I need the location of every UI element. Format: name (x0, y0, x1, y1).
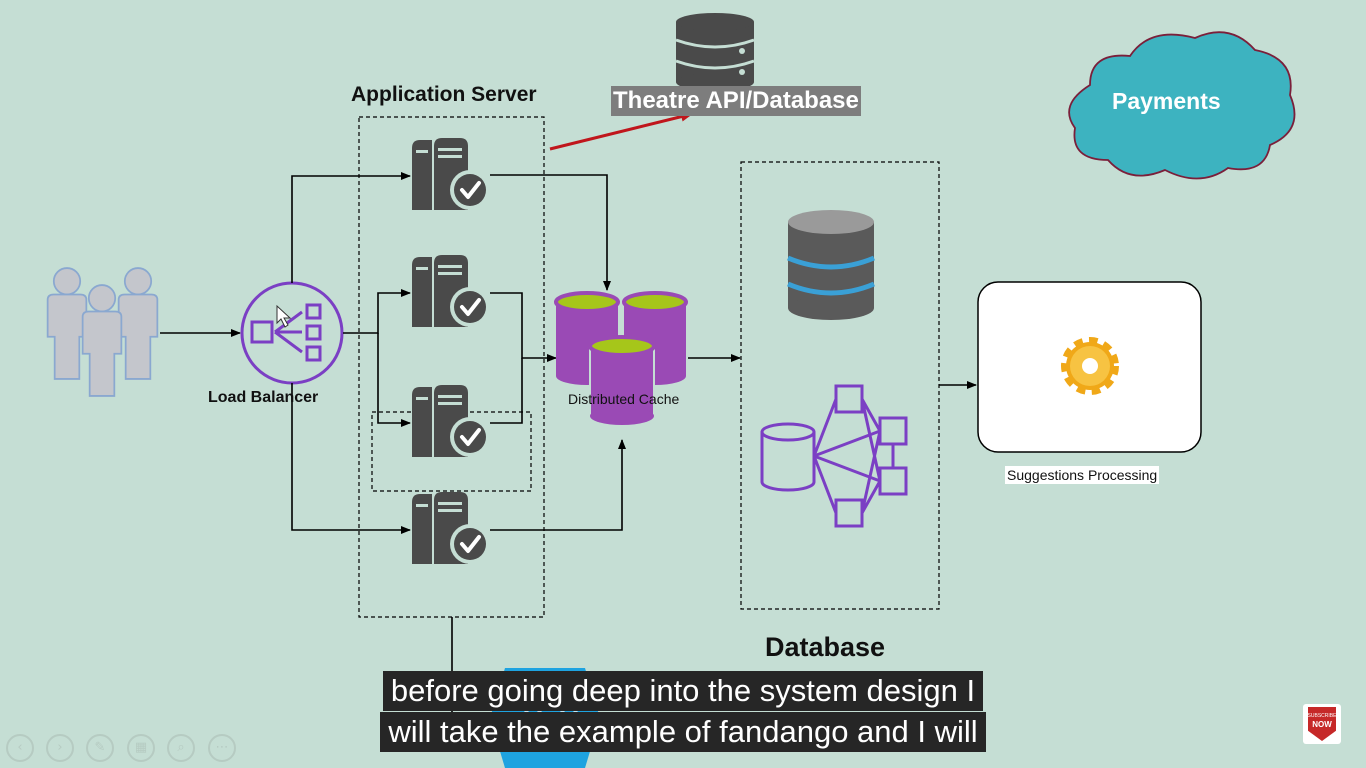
subtitle-line-1: before going deep into the system design… (0, 671, 1366, 711)
payments-cloud (1068, 31, 1296, 180)
grid-icon: ▦ (134, 740, 148, 755)
server-icon (410, 490, 490, 566)
slides-view-button[interactable]: ▦ (127, 734, 155, 762)
application-server-label: Application Server (351, 83, 537, 106)
database-label: Database (765, 632, 886, 662)
previous-slide-button[interactable]: ‹ (6, 734, 34, 762)
subscribe-small-text: SUBSCRIBE (1307, 713, 1337, 719)
suggestions-processing-label: Suggestions Processing (1005, 466, 1160, 484)
subtitle-text-2: will take the example of fandango and I … (380, 712, 986, 752)
ellipsis-icon: ⋯ (215, 740, 229, 755)
load-balancer-icon (240, 281, 344, 385)
chevron-right-icon: › (57, 740, 63, 755)
load-balancer-label: Load Balancer (208, 389, 319, 406)
distributed-cache-label: Distributed Cache (568, 391, 680, 407)
payments-label: Payments (1112, 88, 1221, 114)
subtitle-text-1: before going deep into the system design… (382, 671, 984, 711)
distributed-cache-icon (554, 291, 688, 425)
server-icon (410, 383, 490, 459)
lb-to-server-arrows (291, 172, 411, 534)
server-icon (410, 253, 490, 329)
subscribe-badge[interactable]: SUBSCRIBE NOW (1303, 704, 1341, 744)
theatre-database-icon (675, 13, 755, 91)
chevron-left-icon: ‹ (17, 740, 23, 755)
pen-tool-button[interactable]: ✎ (86, 734, 114, 762)
magnifier-icon: ⌕ (177, 740, 185, 755)
gear-icon (1061, 337, 1119, 395)
next-slide-button[interactable]: › (46, 734, 74, 762)
server-icon (410, 136, 490, 212)
more-options-button[interactable]: ⋯ (208, 734, 236, 762)
pen-icon: ✎ (94, 740, 106, 755)
subscribe-big-text: NOW (1312, 720, 1332, 729)
zoom-button[interactable]: ⌕ (167, 734, 195, 762)
subtitle-line-2: will take the example of fandango and I … (0, 712, 1366, 752)
relational-database-icon (787, 210, 875, 320)
mouse-cursor (276, 304, 292, 328)
users-icon (46, 267, 159, 397)
graph-database-icon (760, 384, 908, 528)
server-to-theatre-api-arrow (549, 111, 693, 151)
theatre-api-label: Theatre API/Database (611, 86, 861, 116)
